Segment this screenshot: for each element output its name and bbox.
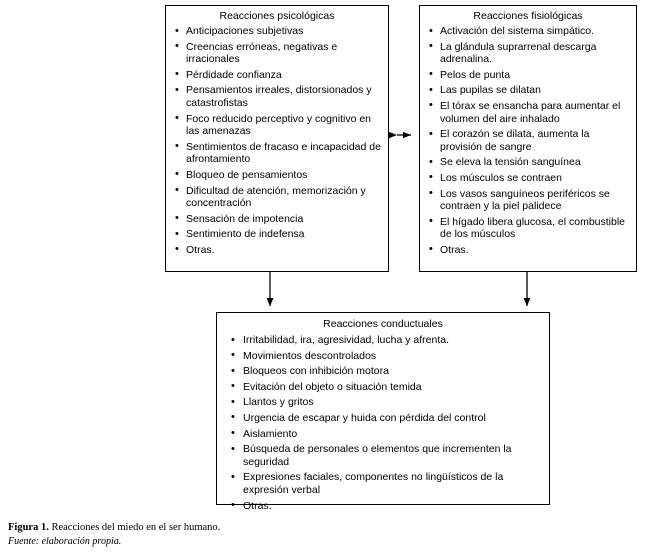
list-fisiologicas: Activación del sistema simpático. La glá…	[420, 25, 636, 257]
list-psicologicas: Anticipaciones subjetivas Creencias erró…	[166, 25, 388, 257]
list-item: Sentimientos de fracaso e incapacidad de…	[166, 140, 384, 166]
list-item: Evitación del objeto o situación temida	[217, 380, 545, 394]
list-item: Foco reducido perceptivo y cognitivo en …	[166, 112, 384, 138]
list-item: Aislamiento	[217, 427, 545, 441]
box-reacciones-conductuales: Reacciones conductuales Irritabilidad, i…	[216, 312, 550, 512]
list-item: Activación del sistema simpático.	[420, 25, 632, 38]
list-item: Expresiones faciales, componentes no lin…	[217, 471, 545, 496]
list-item: El corazón se dilata, aumenta la provisi…	[420, 128, 632, 153]
list-item: Otras.	[217, 499, 545, 513]
list-item: Las pupilas se dilatan	[420, 84, 632, 97]
list-item: La glándula suprarrenal descarga adrenal…	[420, 40, 632, 66]
box-reacciones-fisiologicas: Reacciones fisiológicas Activación del s…	[419, 5, 637, 272]
caption-source: Fuente: elaboración propia.	[8, 536, 122, 547]
caption-text: Reacciones del miedo en el ser humano.	[51, 522, 221, 533]
list-item: Otras.	[166, 243, 384, 257]
figure-caption: Figura 1. Reacciones del miedo en el ser…	[8, 521, 508, 549]
list-item: El tórax se ensancha para aumentar el vo…	[420, 99, 632, 125]
caption-main-line: Figura 1. Reacciones del miedo en el ser…	[8, 521, 508, 535]
list-conductuales: Irritabilidad, ira, agresividad, lucha y…	[217, 334, 549, 512]
list-item: Pérdidade confianza	[166, 68, 384, 82]
list-item: Urgencia de escapar y huida con pérdida …	[217, 411, 545, 425]
list-item: Los vasos sanguíneos periféricos se cont…	[420, 187, 632, 213]
box-title-psicologicas: Reacciones psicológicas	[219, 10, 335, 22]
list-item: Los músculos se contraen	[420, 171, 632, 185]
list-item: Irritabilidad, ira, agresividad, lucha y…	[217, 334, 545, 347]
list-item: Pensamientos irreales, distorsionados y …	[166, 84, 384, 109]
list-item: El hígado libera glucosa, el combustible…	[420, 215, 632, 241]
list-item: Se eleva la tensión sanguínea	[420, 156, 632, 169]
list-item: Otras.	[420, 243, 632, 257]
box-reacciones-psicologicas: Reacciones psicológicas Anticipaciones s…	[165, 5, 389, 272]
list-item: Creencias erróneas, negativas e irracion…	[166, 40, 384, 66]
list-item: Movimientos descontrolados	[217, 349, 545, 363]
list-item: Pelos de punta	[420, 68, 632, 82]
list-item: Sensación de impotencia	[166, 212, 384, 226]
box-title-fisiologicas: Reacciones fisiológicas	[473, 10, 583, 22]
list-item: Bloqueo de pensamientos	[166, 168, 384, 182]
caption-label: Figura 1.	[8, 522, 49, 533]
list-item: Búsqueda de personales o elementos que i…	[217, 443, 545, 468]
box-title-conductuales: Reacciones conductuales	[323, 318, 443, 330]
list-item: Anticipaciones subjetivas	[166, 25, 384, 38]
list-item: Bloqueos con inhibición motora	[217, 365, 545, 378]
list-item: Llantos y gritos	[217, 396, 545, 409]
list-item: Sentimiento de indefensa	[166, 228, 384, 241]
list-item: Dificultad de atención, memorización y c…	[166, 184, 384, 210]
